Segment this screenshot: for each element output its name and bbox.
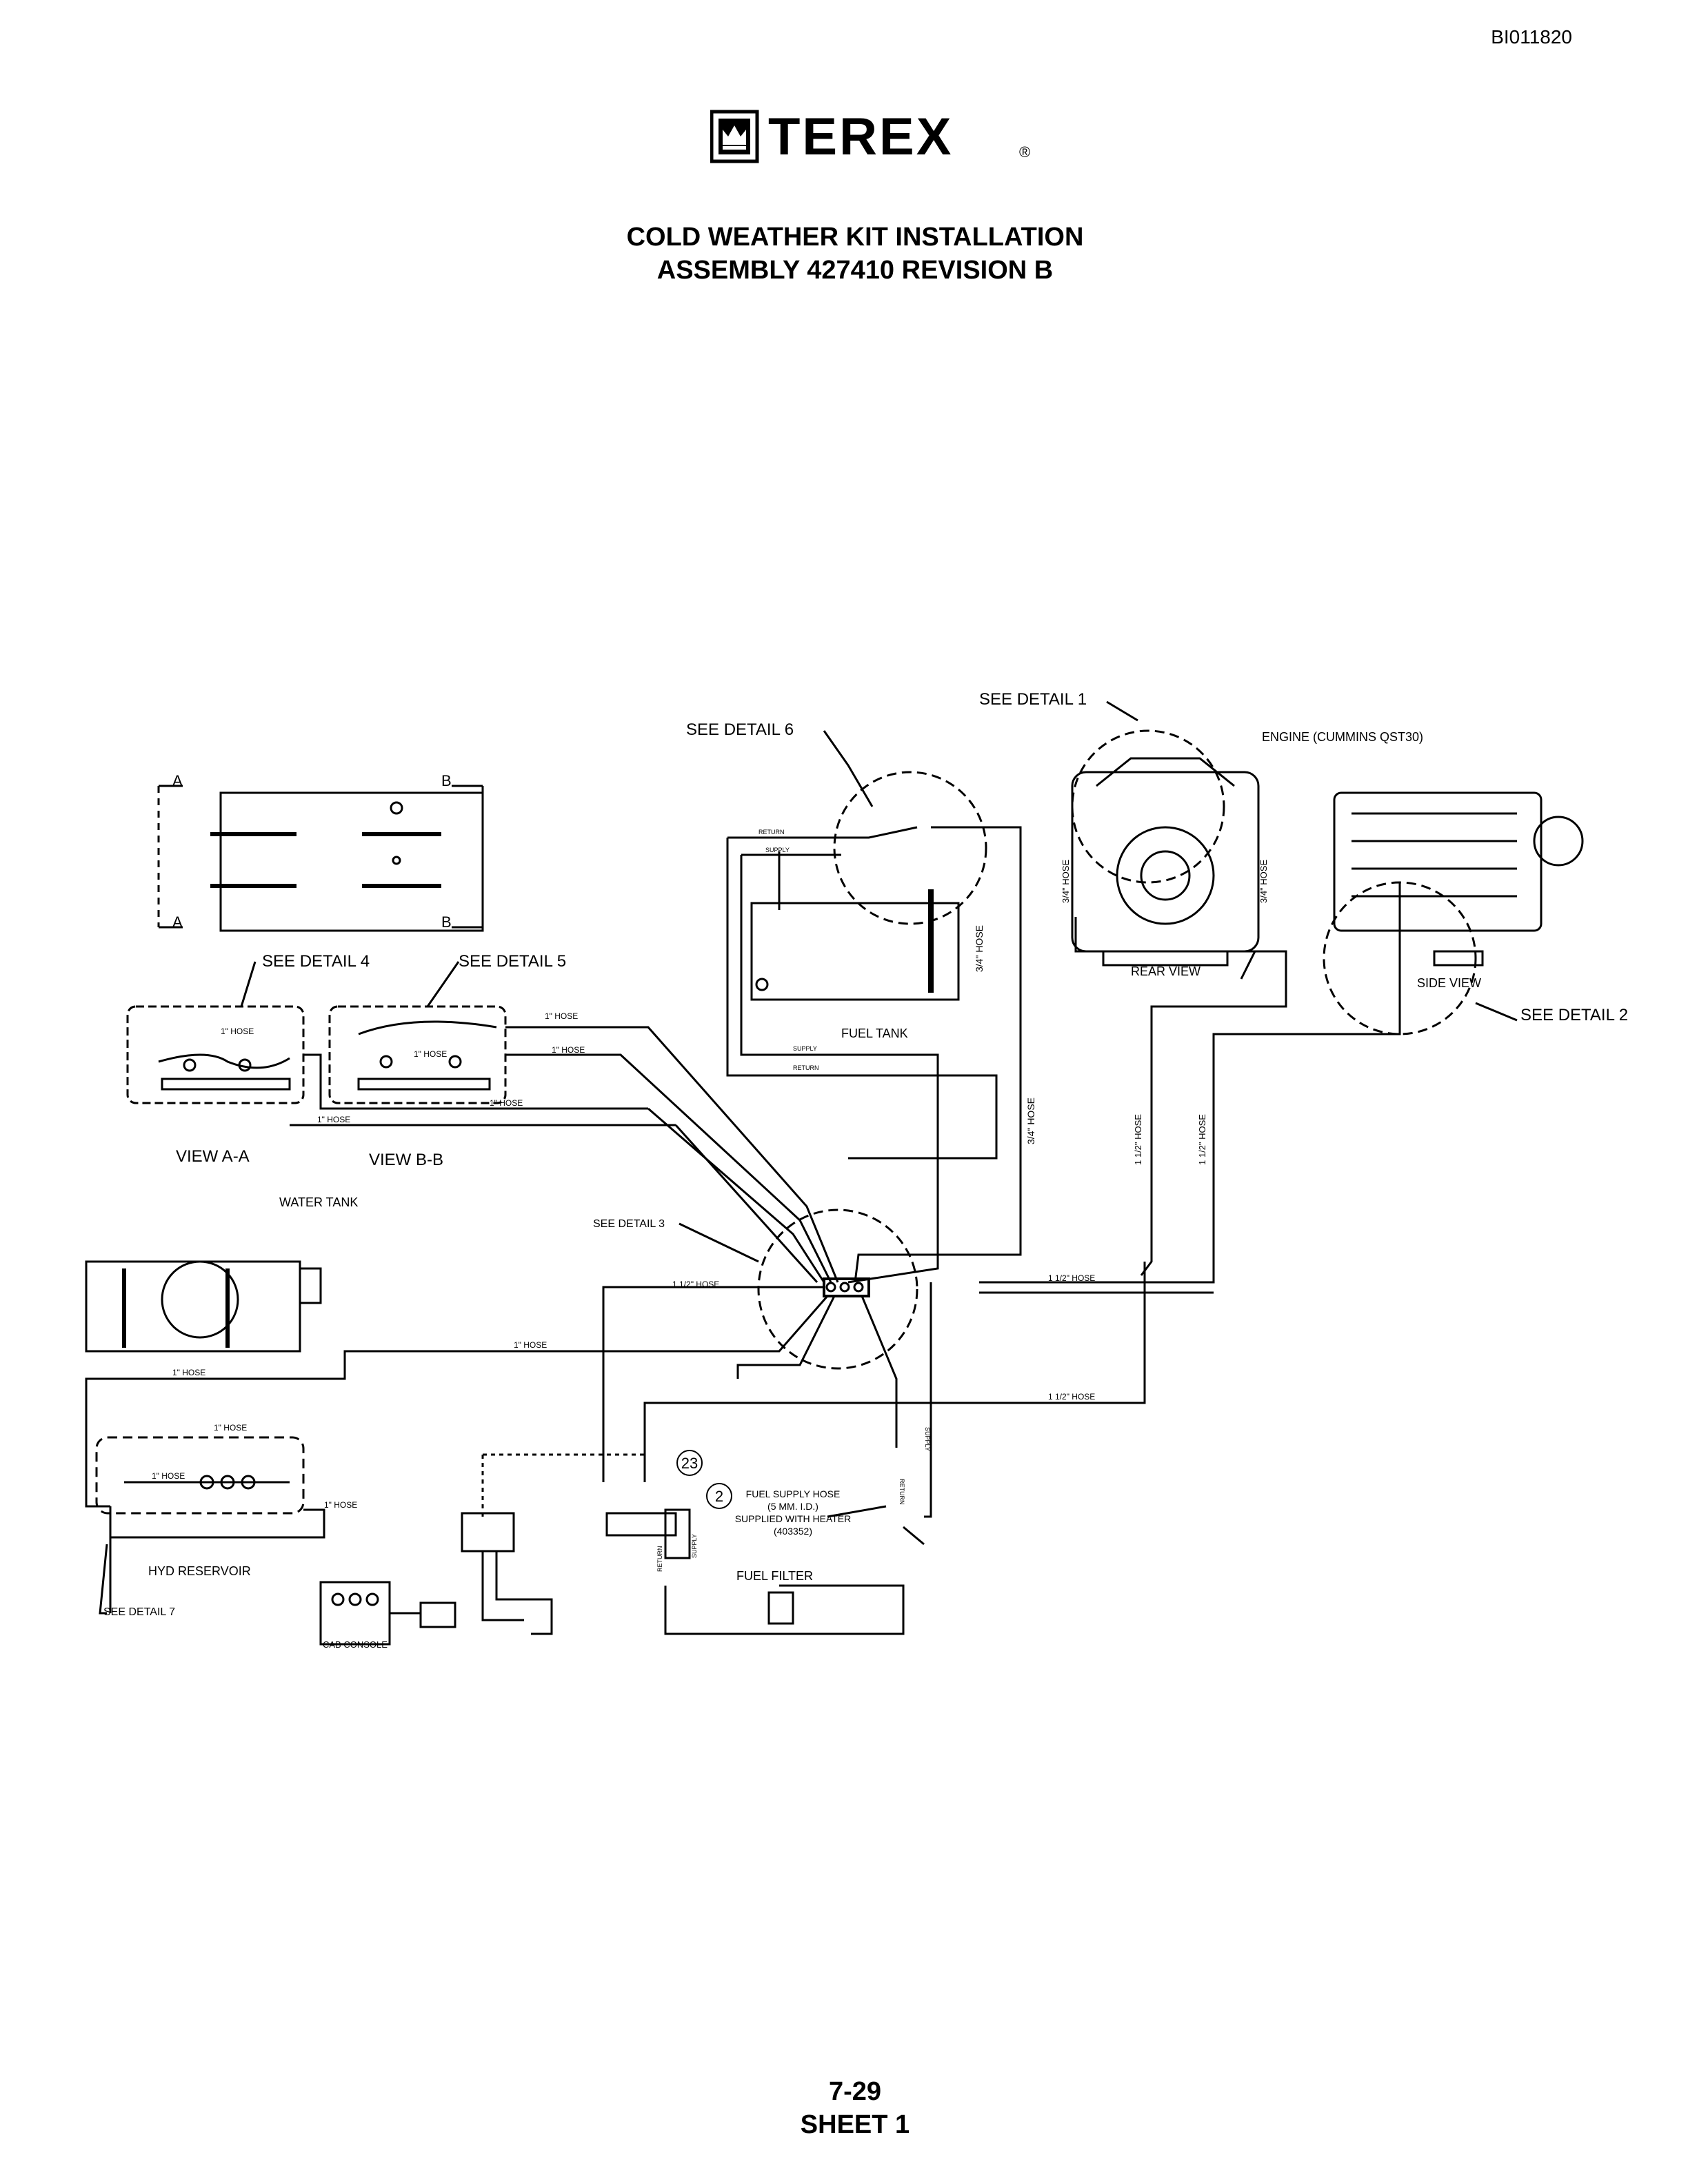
cab-console-label: CAB CONSOLE: [323, 1639, 388, 1650]
filter-supply-label-2: SUPPLY: [691, 1534, 698, 1558]
hyd-reservoir: [85, 1260, 325, 1613]
hyd-reservoir-label: HYD RESERVOIR: [148, 1564, 251, 1578]
page-footer: 7-29 SHEET 1: [0, 2075, 1688, 2141]
section-b-top: B: [441, 772, 452, 789]
note-line-3: SUPPLIED WITH HEATER: [735, 1513, 852, 1524]
engine-rear-view: [1071, 757, 1260, 967]
detail-6-label: SEE DETAIL 6: [686, 720, 794, 739]
detail-7-leader: [99, 1544, 108, 1615]
hose-label-water-return: 1" HOSE: [490, 1098, 523, 1108]
title-line-2: ASSEMBLY 427410 REVISION B: [656, 256, 1054, 285]
water-tank-top-view: [157, 785, 484, 932]
callout-2-text: 2: [715, 1488, 723, 1505]
fuel-return-label: RETURN: [758, 829, 785, 836]
terex-logo: TEREX ®: [710, 109, 1034, 164]
note-leader: [827, 1505, 925, 1546]
rear-view-label: REAR VIEW: [1131, 964, 1200, 978]
hose-label-34-engine-right: 3/4" HOSE: [1258, 860, 1269, 903]
detail-3-label: SEE DETAIL 3: [593, 1218, 665, 1230]
side-view-label: SIDE VIEW: [1417, 976, 1481, 990]
sheet-number: SHEET 1: [800, 2110, 910, 2139]
fuel-filter-label: FUEL FILTER: [736, 1569, 813, 1583]
note-line-2: (5 MM. I.D.): [767, 1501, 818, 1512]
fuel-filter-assembly: [481, 1453, 905, 1635]
hose-label-hyd-feed: 1" HOSE: [172, 1368, 205, 1377]
note-line-1: FUEL SUPPLY HOSE: [746, 1488, 841, 1499]
detail-3-circle: [757, 1209, 918, 1370]
hose-label-hyd-upper: 1" HOSE: [214, 1423, 247, 1433]
hose-label-manifold-left: 1 1/2" HOSE: [672, 1280, 719, 1289]
detail-4-leader: [240, 961, 257, 1007]
callout-2: 2: [706, 1483, 732, 1509]
note-line-4: (403352): [774, 1526, 812, 1537]
control-wiring: [319, 1512, 553, 1646]
tank-return-label: RETURN: [793, 1064, 819, 1071]
registered-mark: ®: [1019, 143, 1030, 161]
section-a-bottom: A: [172, 913, 183, 931]
detail-5-leader: [426, 961, 460, 1007]
hose-label-34-engine-left: 3/4" HOSE: [1061, 860, 1071, 903]
tank-supply-label: SUPPLY: [793, 1045, 817, 1052]
section-b-bottom: B: [441, 913, 452, 931]
filter-supply-label: SUPPLY: [924, 1427, 931, 1451]
hose-label-view-bb: 1" HOSE: [414, 1049, 447, 1059]
view-a-a-label: VIEW A-A: [176, 1147, 250, 1166]
page-title: COLD WEATHER KIT INSTALLATION ASSEMBLY 4…: [0, 221, 1688, 287]
section-a-top: A: [172, 772, 183, 789]
hose-label-hyd-inner: 1" HOSE: [152, 1471, 185, 1481]
hose-label-112-right: 1 1/2" HOSE: [1197, 1114, 1207, 1165]
hose-label-34-fuel: 3/4" HOSE: [974, 925, 985, 972]
engine-label: ENGINE (CUMMINS QST30): [1262, 730, 1423, 744]
callout-23: 23: [676, 1450, 703, 1476]
hose-label-manifold-right: 1 1/2" HOSE: [1048, 1273, 1095, 1283]
hose-label-hyd-top: 1" HOSE: [514, 1340, 547, 1350]
brand-name: TEREX: [768, 109, 953, 164]
detail-6-leader: [823, 730, 874, 807]
callout-23-text: 23: [681, 1455, 698, 1472]
detail-4-label: SEE DETAIL 4: [262, 952, 370, 971]
detail-6-circle: [833, 771, 987, 925]
detail-3-leader: [679, 1222, 759, 1263]
fuel-supply-label: SUPPLY: [765, 847, 790, 853]
water-tank-label: WATER TANK: [279, 1195, 358, 1209]
hose-label-112-left: 1 1/2" HOSE: [1133, 1114, 1143, 1165]
detail-5-label: SEE DETAIL 5: [459, 952, 566, 971]
detail-2-label: SEE DETAIL 2: [1520, 1006, 1628, 1024]
filter-return-label-2: RETURN: [656, 1546, 663, 1573]
hose-label-manifold-lower: 1 1/2" HOSE: [1048, 1392, 1095, 1402]
fuel-tank-label: FUEL TANK: [841, 1027, 908, 1040]
hose-label-hyd-out: 1" HOSE: [324, 1500, 357, 1510]
water-tank-hoses: [290, 1026, 839, 1284]
engine-hoses: [796, 917, 1372, 1404]
filter-return-label: RETURN: [898, 1479, 905, 1505]
detail-1-label: SEE DETAIL 1: [979, 690, 1087, 709]
detail-2-leader: [1475, 1002, 1518, 1022]
manifold-hoses: [85, 1282, 932, 1518]
title-line-1: COLD WEATHER KIT INSTALLATION: [626, 223, 1084, 252]
view-b-b-label: VIEW B-B: [369, 1151, 443, 1169]
view-a-a-detail: [126, 1005, 305, 1104]
hose-label-34-mid: 3/4" HOSE: [1025, 1098, 1036, 1144]
detail-7-label: SEE DETAIL 7: [103, 1606, 175, 1618]
hose-label-water-supply: 1" HOSE: [317, 1115, 350, 1124]
fuel-tank: [726, 826, 1022, 1284]
hose-label-bb-top: 1" HOSE: [545, 1011, 578, 1021]
detail-1-circle: [1071, 729, 1225, 884]
detail-1-leader: [1106, 700, 1138, 722]
engine-side-view: [1333, 791, 1584, 1035]
page-number: 7-29: [828, 2077, 882, 2106]
hose-label-view-aa: 1" HOSE: [221, 1027, 254, 1036]
hose-label-bb-mid: 1" HOSE: [552, 1045, 585, 1055]
document-id: BI011820: [1491, 26, 1572, 48]
